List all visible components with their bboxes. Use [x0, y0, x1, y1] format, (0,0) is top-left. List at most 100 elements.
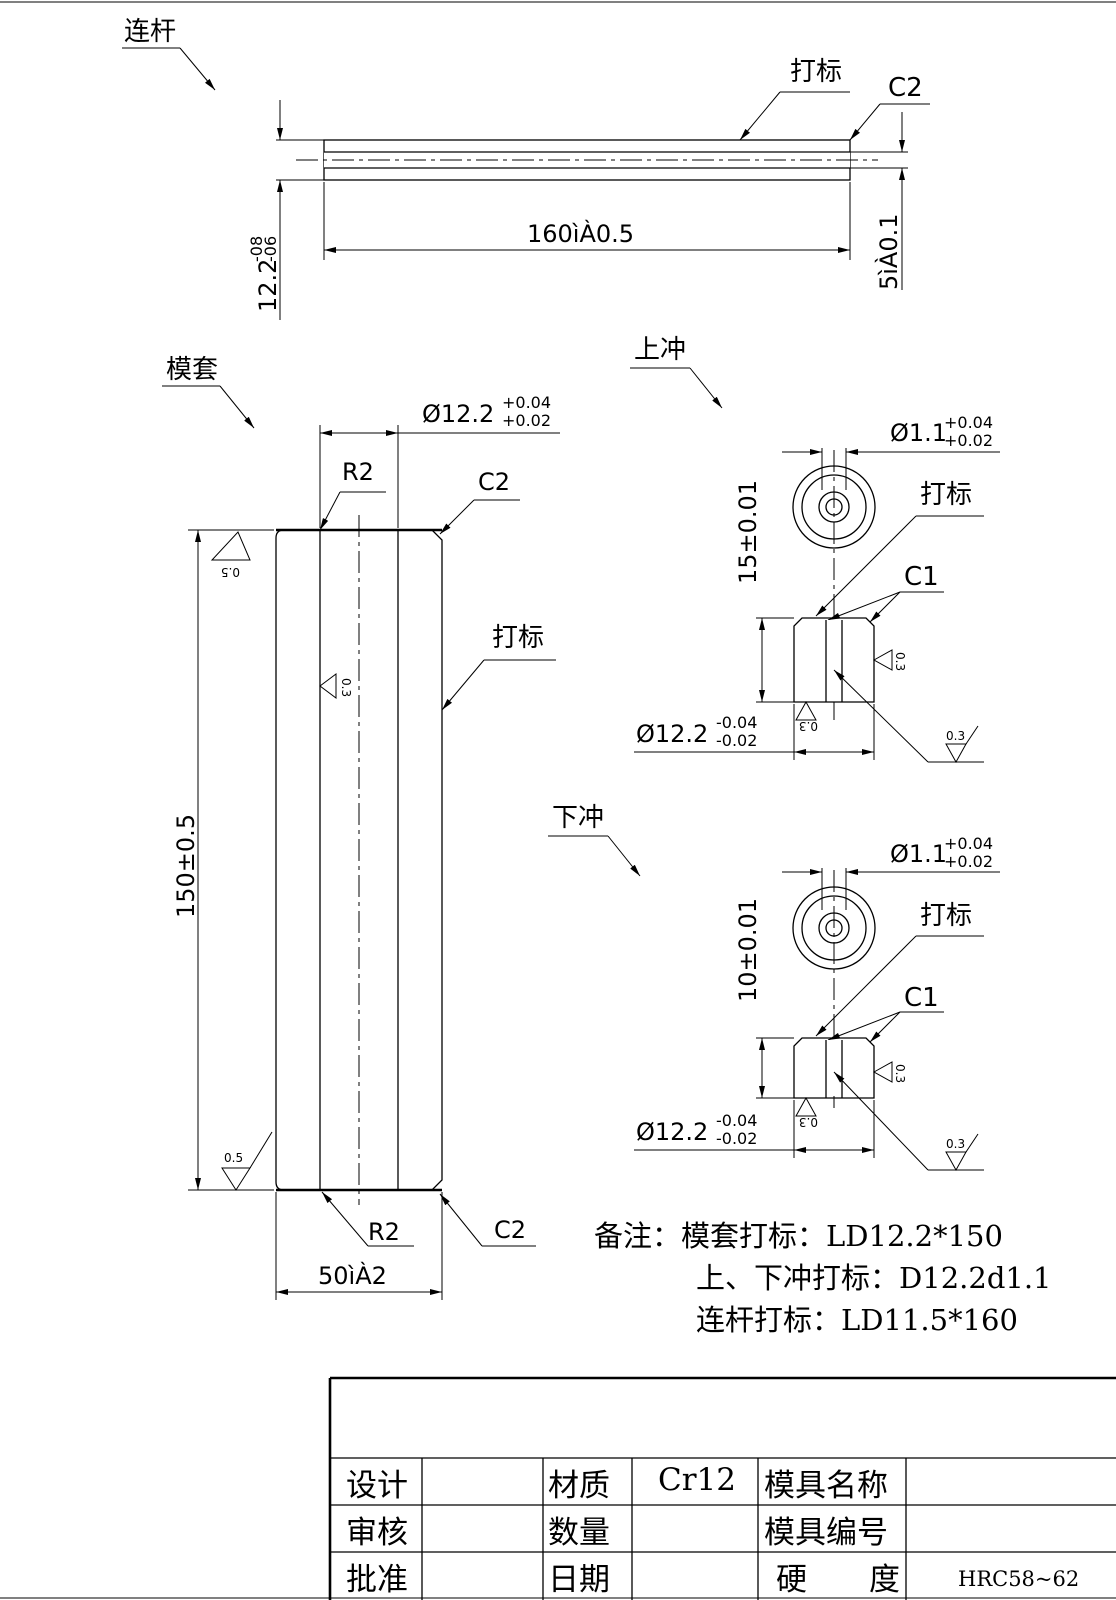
upper-punch-height-dim: 15±0.01	[734, 480, 762, 584]
sleeve-rough-bottom: 0.5	[224, 1151, 243, 1165]
lower-punch-rough-leader-symbol	[945, 1151, 967, 1172]
tb-quantity-label: 数量	[548, 1515, 610, 1551]
sleeve-mark-label: 打标	[492, 623, 544, 653]
upper-punch-rough-bottom-symbol	[795, 700, 817, 721]
lower-punch-rough-leader-line	[833, 1071, 929, 1171]
lower-punch-mark-label: 打标	[920, 901, 972, 931]
upper-punch-rough-leader-line	[833, 669, 929, 763]
lower-punch-rough-bottom-symbol	[795, 1096, 817, 1117]
rod-dia-tol-bottom: -06	[261, 236, 280, 262]
upper-punch-hole-dia-base: Ø1.1	[890, 419, 947, 447]
lower-punch-title: 下冲	[552, 803, 604, 833]
lower-punch-dia-tol-bottom: -0.02	[716, 1129, 757, 1148]
sleeve-radius-bottom-leader	[321, 1191, 369, 1247]
sleeve-chamfer-bottom: C2	[494, 1216, 526, 1244]
sleeve-chamfer-top: C2	[478, 468, 510, 496]
rod-title-leader	[179, 47, 216, 91]
note-line-2: 上、下冲打标：D12.2d1.1	[696, 1261, 1052, 1295]
tb-mold-name-label: 模具名称	[764, 1468, 888, 1504]
upper-punch-chamfer-label: C1	[904, 562, 939, 592]
lower-punch-chamfer-leader-1	[827, 1011, 901, 1041]
lower-punch-hole-tol-bottom: +0.02	[944, 852, 993, 871]
upper-punch-title: 上冲	[634, 335, 686, 365]
note-line-1: 备注：模套打标：LD12.2*150	[594, 1219, 1003, 1253]
sleeve-right-wall	[397, 529, 443, 1191]
lower-punch-title-leader	[607, 835, 641, 877]
lower-punch-rough-leader-tail	[965, 1133, 979, 1153]
sleeve-dia-base: Ø12.2	[422, 400, 494, 428]
note-line-3: 连杆打标：LD11.5*160	[696, 1303, 1018, 1337]
upper-punch-rough-side: 0.3	[893, 652, 907, 671]
upper-punch-bore-clear	[826, 620, 842, 700]
sleeve-rough-top: 0.5	[221, 565, 240, 579]
rod-chamfer-label: C2	[888, 73, 923, 103]
upper-punch-dia-tol-bottom: -0.02	[716, 731, 757, 750]
sleeve-mark-leader	[441, 659, 485, 711]
lower-punch-hole-dia-base: Ø1.1	[890, 840, 947, 868]
tb-review-label: 审核	[346, 1515, 408, 1551]
lower-punch-dia-base: Ø12.2	[636, 1118, 708, 1146]
sleeve-width-dim: 50ìÀ2	[318, 1261, 387, 1290]
tb-date-label: 日期	[548, 1562, 610, 1598]
lower-punch-bore-clear	[826, 1040, 842, 1096]
upper-punch-rough-leader-tail	[965, 725, 979, 745]
upper-punch-rough-bottom: 0.3	[799, 719, 818, 733]
tb-approve-label: 批准	[346, 1562, 408, 1598]
lower-punch-section	[793, 1037, 875, 1099]
tb-material-value: Cr12	[658, 1462, 736, 1498]
upper-punch-title-leader	[689, 367, 723, 409]
upper-punch-rough-leader-symbol	[945, 743, 967, 764]
lower-punch-chamfer-label: C1	[904, 983, 939, 1013]
lower-punch-rough-bottom: 0.3	[799, 1115, 818, 1129]
tb-hardness-label: 硬 度	[776, 1562, 900, 1598]
tb-hardness-value: HRC58~62	[958, 1567, 1079, 1591]
upper-punch-view: 上冲 Ø1.1 +0.04 +0.02 打标 C1	[630, 335, 1000, 764]
upper-punch-section	[793, 617, 875, 703]
lower-punch-rough-side: 0.3	[893, 1064, 907, 1083]
tb-mold-number-label: 模具编号	[764, 1515, 888, 1551]
rod-length-dim: 160ìÀ0.5	[527, 219, 634, 248]
rod-chamfer-leader	[849, 103, 881, 141]
lower-punch-height-dim: 10±0.01	[734, 898, 762, 1002]
sleeve-chamfer-top-leader	[439, 499, 475, 535]
lower-punch-dia-tol-top: -0.04	[716, 1111, 757, 1130]
upper-punch-hole-tol-top: +0.04	[944, 413, 993, 432]
title-block: 设计 审核 批准 材质 数量 日期 Cr12 模具名称 模具编号 硬 度 HRC…	[328, 1376, 1116, 1600]
lower-punch-chamfer-leader-2	[869, 1011, 901, 1043]
lower-punch-rough-side-symbol	[872, 1061, 893, 1083]
sleeve-rough-inner-symbol	[319, 673, 337, 699]
upper-punch-hole-tol-bottom: +0.02	[944, 431, 993, 450]
upper-punch-rough-leader: 0.3	[946, 729, 965, 743]
rod-title: 连杆	[124, 17, 176, 47]
sleeve-length-dim: 150±0.5	[172, 814, 200, 918]
sleeve-rough-bottom-tail	[249, 1131, 273, 1169]
upper-punch-chamfer-leader-2	[869, 591, 901, 623]
rod-mark-label: 打标	[790, 57, 842, 87]
upper-punch-rough-side-symbol	[872, 649, 893, 671]
lower-punch-hole-tol-top: +0.04	[944, 834, 993, 853]
sleeve-dia-tol-top: +0.04	[502, 393, 551, 412]
sleeve-radius-bottom: R2	[368, 1218, 400, 1246]
rod-thickness-dim: 5ìÀ0.1	[874, 213, 903, 290]
sleeve-chamfer-bottom-leader	[439, 1193, 483, 1247]
sleeve-dia-tol-bottom: +0.02	[502, 411, 551, 430]
sleeve-radius-top: R2	[342, 458, 374, 486]
sleeve-rough-inner: 0.3	[339, 678, 353, 697]
rod-dia-tol-top: -08	[247, 236, 266, 262]
tb-design-label: 设计	[346, 1468, 408, 1504]
upper-punch-dia-tol-top: -0.04	[716, 713, 757, 732]
sleeve-radius-top-leader	[319, 491, 341, 531]
upper-punch-chamfer-leader-1	[827, 591, 901, 621]
sleeve-view: 模套 Ø12.2 +0.04 +0.02 R2 C2 打标 150±	[162, 355, 560, 1300]
lower-punch-view: 下冲 Ø1.1 +0.04 +0.02 打标 C1 10±0.01	[548, 803, 1000, 1172]
lower-punch-rough-leader: 0.3	[946, 1137, 965, 1151]
notes: 备注：模套打标：LD12.2*150 上、下冲打标：D12.2d1.1 连杆打标…	[594, 1219, 1052, 1337]
tb-material-label: 材质	[548, 1468, 610, 1504]
sleeve-rough-bottom-symbol	[221, 1167, 251, 1191]
upper-punch-mark-label: 打标	[920, 480, 972, 510]
rod-view: 连杆 打标 C2 160ìÀ0.5 12.2 -08 -06	[122, 17, 930, 320]
upper-punch-dia-base: Ø12.2	[636, 720, 708, 748]
rod-dia-base: 12.2	[254, 259, 282, 312]
sleeve-title-leader	[219, 385, 255, 429]
